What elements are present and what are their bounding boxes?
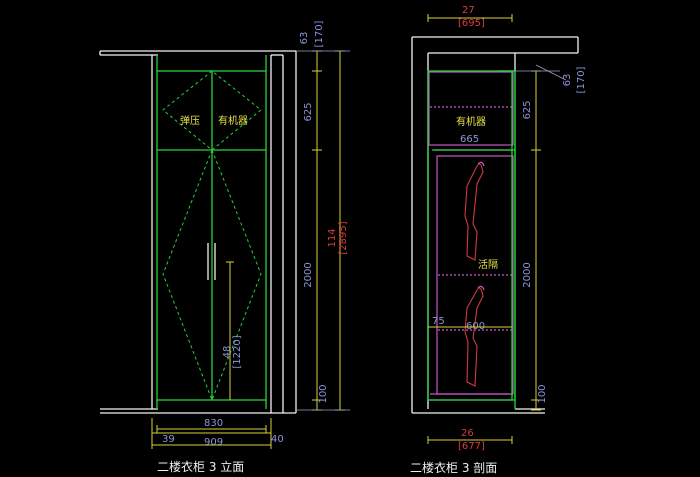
elevation-wall-outline	[99, 50, 297, 414]
sec-dim-right-small: 63	[562, 74, 573, 87]
elev-dim-top-small: 63	[299, 32, 310, 45]
sec-dim-left: 75	[432, 316, 445, 327]
sec-dim-upper: 625	[522, 100, 533, 119]
garment-upper-icon	[464, 161, 485, 261]
label-device-elev: 有机器	[218, 114, 248, 127]
sec-dim-bottom: 100	[537, 384, 548, 403]
elev-dim-bottom: 100	[318, 384, 329, 403]
sec-dim-bottom-width: 26	[461, 428, 474, 439]
elev-dim-mid: 2000	[303, 262, 314, 287]
elevation-horizontal-dims	[151, 418, 272, 449]
section-bottom-dims	[427, 436, 513, 444]
section-view: 有机器 活隔 665 600 75 27 [695] 63 [170] 625 …	[410, 5, 587, 475]
section-cabinet-frame	[427, 70, 516, 409]
handle-height-bracket-label: [1220]	[232, 335, 243, 368]
label-shelf: 活隔	[478, 259, 498, 271]
elev-dim-width: 830	[204, 418, 223, 429]
label-pop: 弹压	[180, 114, 200, 127]
elevation-cabinet-frame	[156, 55, 267, 409]
section-vertical-dims	[515, 64, 567, 411]
sec-dim-inner: 665	[460, 134, 479, 145]
section-top-dims	[427, 14, 513, 22]
elevation-view: 48 [1220] 弹压 有机器 63 [170] 625 2000 100 1…	[99, 20, 350, 474]
sec-dim-top-width-bracket: [695]	[458, 18, 485, 29]
elev-dim-height: 114	[327, 228, 338, 247]
garment-lower-icon	[464, 285, 485, 387]
elev-dim-left-gap: 39	[162, 434, 175, 445]
elev-dim-height-bracket: [2895]	[338, 221, 349, 254]
elevation-door-swing-lines	[162, 70, 262, 402]
label-device-section: 有机器	[456, 115, 486, 128]
elevation-caption: 二楼衣柜 3 立面	[157, 459, 244, 474]
sec-dim-bottom-width-bracket: [677]	[458, 441, 485, 452]
sec-dim-top-width: 27	[462, 5, 475, 16]
elev-dim-top-small-bracket: [170]	[314, 20, 325, 47]
elev-dim-right-gap: 40	[271, 434, 284, 445]
sec-dim-mid: 2000	[522, 262, 533, 287]
sec-dim-right-small-bracket: [170]	[576, 66, 587, 93]
elev-dim-overall: 909	[204, 437, 223, 448]
section-caption: 二楼衣柜 3 剖面	[410, 460, 497, 475]
handle-height-label: 48	[222, 346, 233, 359]
handle-height-dimension	[226, 261, 234, 400]
elev-dim-upper: 625	[303, 102, 314, 121]
elevation-vertical-dims	[296, 50, 350, 411]
